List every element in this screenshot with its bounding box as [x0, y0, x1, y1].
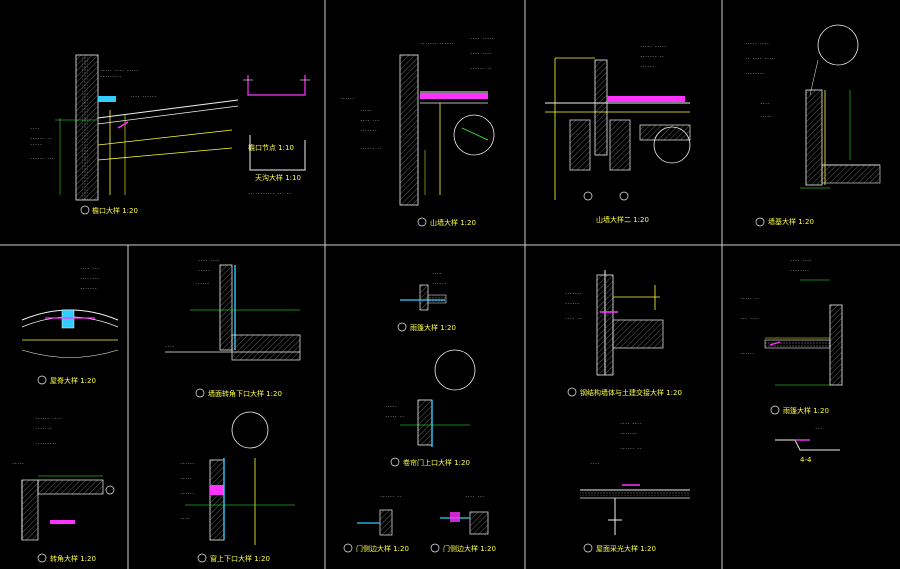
svg-text:----- ----: ----- ---- [745, 41, 769, 46]
svg-text:------- --: ------- -- [640, 54, 664, 59]
svg-text:------ --: ------ -- [360, 146, 382, 151]
svg-text:---- -----: ---- ----- [470, 36, 494, 41]
svg-text:-------: ------- [80, 286, 97, 291]
detail-wall-corner: ---- ---- ----- ------ ---- [165, 258, 301, 398]
caption-d15: 屋面采光大样 1:20 [596, 544, 656, 553]
svg-text:--- ----: --- ---- [80, 276, 99, 281]
caption-d8: 钢结构墙体与土建交接大样 1:20 [580, 388, 682, 397]
svg-text:---- ------: ---- ------ [130, 94, 157, 99]
caption-d11: 窗上下口大样 1:20 [210, 554, 270, 563]
svg-text:-- -------- --- --: -- -------- --- -- [248, 191, 291, 196]
svg-text:------ --: ------ -- [620, 446, 642, 451]
svg-text:----- --: ----- -- [740, 296, 759, 301]
detail-door-side-2: ---- --- [430, 494, 489, 553]
svg-text:---- --: ---- -- [35, 426, 52, 431]
svg-text:-----: ----- [198, 268, 210, 273]
caption-d6: 墙面转角下口大样 1:20 [208, 389, 282, 398]
caption-d14: 门侧边大样 1:20 [443, 544, 496, 553]
svg-text:---- ---: ---- --- [80, 266, 99, 271]
detail-gable-2: ----- ----- ------- -- ------ [545, 44, 691, 201]
svg-text:------: ------ [180, 491, 194, 496]
svg-text:----: ---- [760, 101, 770, 106]
svg-text:---- ----: ---- ---- [470, 51, 492, 56]
svg-text:------: ------ [565, 301, 579, 306]
svg-text:----: ---- [432, 271, 442, 276]
svg-text:------: ------ [195, 281, 209, 286]
caption-d16: 4-4 [800, 456, 812, 464]
svg-text:------ --: ------ -- [380, 494, 402, 499]
svg-text:-----: ----- [30, 142, 42, 147]
svg-text:-------: ------- [620, 431, 637, 436]
caption-d7: 雨篷大样 1:20 [410, 323, 456, 332]
detail-captions: 檐口大样 1:20 天沟大样 1:10 檐口节点 1:10 山墙大样 1:20 山墙大样… [50, 143, 829, 563]
detail-section-4-4: --- [775, 426, 840, 451]
svg-text:-- ---- ----: -- ---- ---- [745, 56, 774, 61]
svg-text:------ --: ------ -- [30, 136, 52, 141]
svg-text:---: --- [815, 426, 822, 431]
svg-text:-----: ----- [12, 461, 24, 466]
svg-text:----: ---- [180, 516, 190, 521]
svg-text:------ --: ------ -- [470, 66, 492, 71]
caption-d2: 山墙大样 1:20 [430, 218, 476, 227]
detail-steel-concrete: ------- ------ ---- -- [565, 270, 664, 397]
caption-d1: 檐口大样 1:20 [92, 206, 138, 215]
detail-gutter: -- -------- --- -- [243, 75, 310, 196]
svg-text:---------: --------- [35, 441, 57, 446]
detail-corner: ------ ---- ---- -- --------- ----- [12, 416, 115, 563]
caption-d13: 门侧边大样 1:20 [356, 544, 409, 553]
svg-text:---- --: ---- -- [565, 316, 582, 321]
detail-canopy-right: ---- ---- -------- ----- -- --- ---- ---… [740, 258, 843, 415]
svg-text:-----: ----- [760, 114, 772, 119]
detail-canopy: ---- ------ [397, 271, 446, 332]
svg-text:--------: -------- [745, 71, 764, 76]
detail-eave: ----- ---- ----- --------- ---- ------ -… [30, 54, 239, 215]
detail-rolling-door: ----- ----- -- [385, 349, 476, 467]
svg-text:---- ----: ---- ---- [790, 258, 812, 263]
svg-text:---- ----: ---- ---- [620, 421, 642, 426]
svg-text:------: ------ [640, 64, 654, 69]
caption-d12: 卷帘门上口大样 1:20 [403, 458, 470, 467]
caption-d4: 墙基大样 1:20 [768, 217, 814, 226]
svg-text:-----: ----- [385, 404, 397, 409]
svg-text:-------: ------- [565, 291, 582, 296]
caption-d10: 转角大样 1:20 [50, 554, 96, 563]
svg-text:----: ---- [165, 344, 175, 349]
svg-text:-- ---- ------: -- ---- ------ [420, 41, 454, 46]
svg-text:-----: ----- [360, 108, 372, 113]
svg-text:-----: ----- [180, 476, 192, 481]
svg-text:------: ------ [740, 351, 754, 356]
svg-text:------ ---: ------ --- [30, 156, 54, 161]
svg-text:-------: ------- [360, 128, 377, 133]
svg-text:--------: -------- [790, 268, 809, 273]
svg-text:----: ---- [30, 126, 40, 131]
caption-d9: 雨篷大样 1:20 [783, 406, 829, 415]
svg-text:------: ------ [180, 461, 194, 466]
detail-gable: -- ---- ------ ---- ----- ---- ---- ----… [340, 36, 495, 227]
detail-ridge: ---- --- --- ---- ------- [21, 266, 119, 385]
svg-text:------: ------ [432, 281, 446, 286]
svg-text:---- ---: ---- --- [360, 118, 379, 123]
svg-text:----- --: ----- -- [385, 414, 404, 419]
svg-text:----: ---- [590, 461, 600, 466]
caption-d1c: 檐口节点 1:10 [248, 143, 294, 152]
detail-skylight: ---- ---- ------- ------ -- ---- [580, 421, 690, 553]
detail-window: ------ ----- ------ ---- [180, 411, 295, 563]
svg-text:---- ----: ---- ---- [198, 258, 220, 263]
caption-d3: 山墙大样二 1:20 [596, 215, 649, 224]
svg-text:------: ------ [340, 96, 354, 101]
svg-text:--- ----: --- ---- [740, 316, 759, 321]
svg-text:----- ---- -----: ----- ---- ----- [100, 68, 139, 73]
caption-d1b: 天沟大样 1:10 [255, 173, 301, 182]
svg-text:----- -----: ----- ----- [640, 44, 667, 49]
detail-door-side-1: ------ -- [343, 494, 402, 553]
svg-text:------ ----: ------ ---- [35, 416, 62, 421]
svg-text:---------: --------- [100, 74, 122, 79]
svg-text:---- ---: ---- --- [465, 494, 484, 499]
caption-d5: 屋脊大样 1:20 [50, 376, 96, 385]
detail-wall-base: ----- ---- -- ---- ---- -------- ---- --… [745, 24, 881, 227]
